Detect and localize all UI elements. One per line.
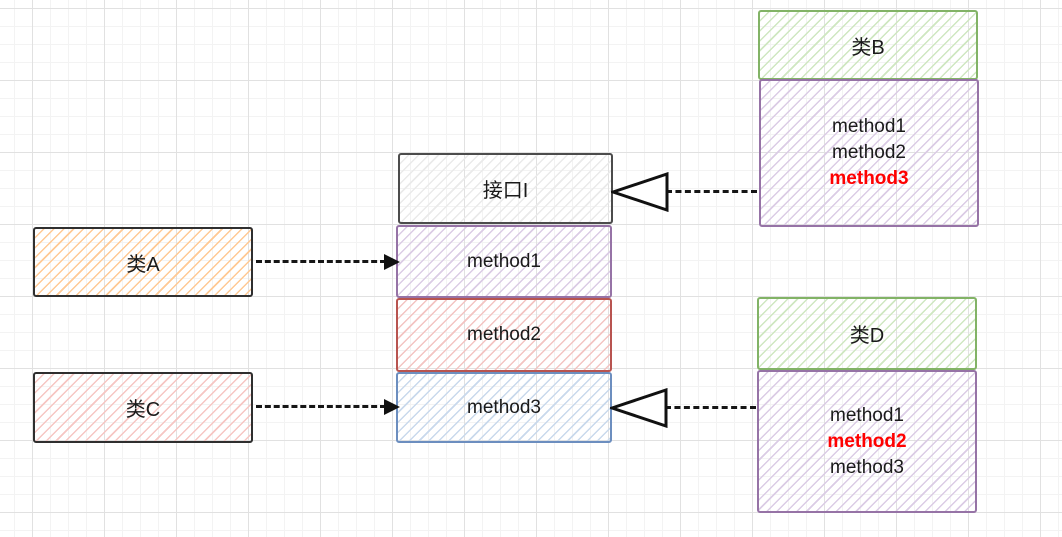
interface-i-header: 接口I [398, 153, 613, 224]
hollow-triangle-arrowhead-icon [610, 388, 668, 428]
class-d-header: 类D [757, 297, 977, 370]
class-d-label: 类D [849, 325, 885, 347]
class-b-header: 类B [758, 10, 978, 80]
class-d-body: method1 method2 method3 [757, 370, 977, 513]
class-b-method1: method1 [832, 116, 906, 137]
class-c-node: 类C [33, 372, 253, 443]
class-a-node: 类A [33, 227, 253, 297]
class-a-label: 类A [126, 253, 160, 276]
hollow-triangle-arrowhead-icon [611, 172, 669, 212]
edge-classC-method3-line [256, 405, 386, 408]
interface-i-label: 接口I [482, 180, 529, 202]
interface-method1-label: method1 [467, 250, 541, 272]
edge-classD-method3-line [665, 406, 756, 409]
class-b-label: 类B [851, 36, 885, 59]
interface-method2-segment: method2 [396, 298, 612, 372]
interface-method3-label: method3 [467, 396, 541, 418]
class-b-body: method1 method2 method3 [759, 79, 979, 227]
edge-classB-interface-line [666, 190, 757, 193]
interface-method3-segment: method3 [396, 372, 612, 443]
edge-classA-method1-line [256, 260, 386, 263]
class-b-method2: method2 [832, 142, 906, 163]
solid-arrowhead-icon [384, 254, 400, 270]
class-d-method3: method3 [830, 456, 904, 478]
interface-method2-label: method2 [467, 324, 541, 345]
solid-arrowhead-icon [384, 399, 400, 415]
class-b-method3: method3 [829, 168, 909, 189]
interface-method1-segment: method1 [396, 225, 612, 298]
class-d-method2: method2 [827, 430, 907, 452]
class-d-method1: method1 [830, 404, 904, 426]
class-c-label: 类C [125, 399, 161, 421]
